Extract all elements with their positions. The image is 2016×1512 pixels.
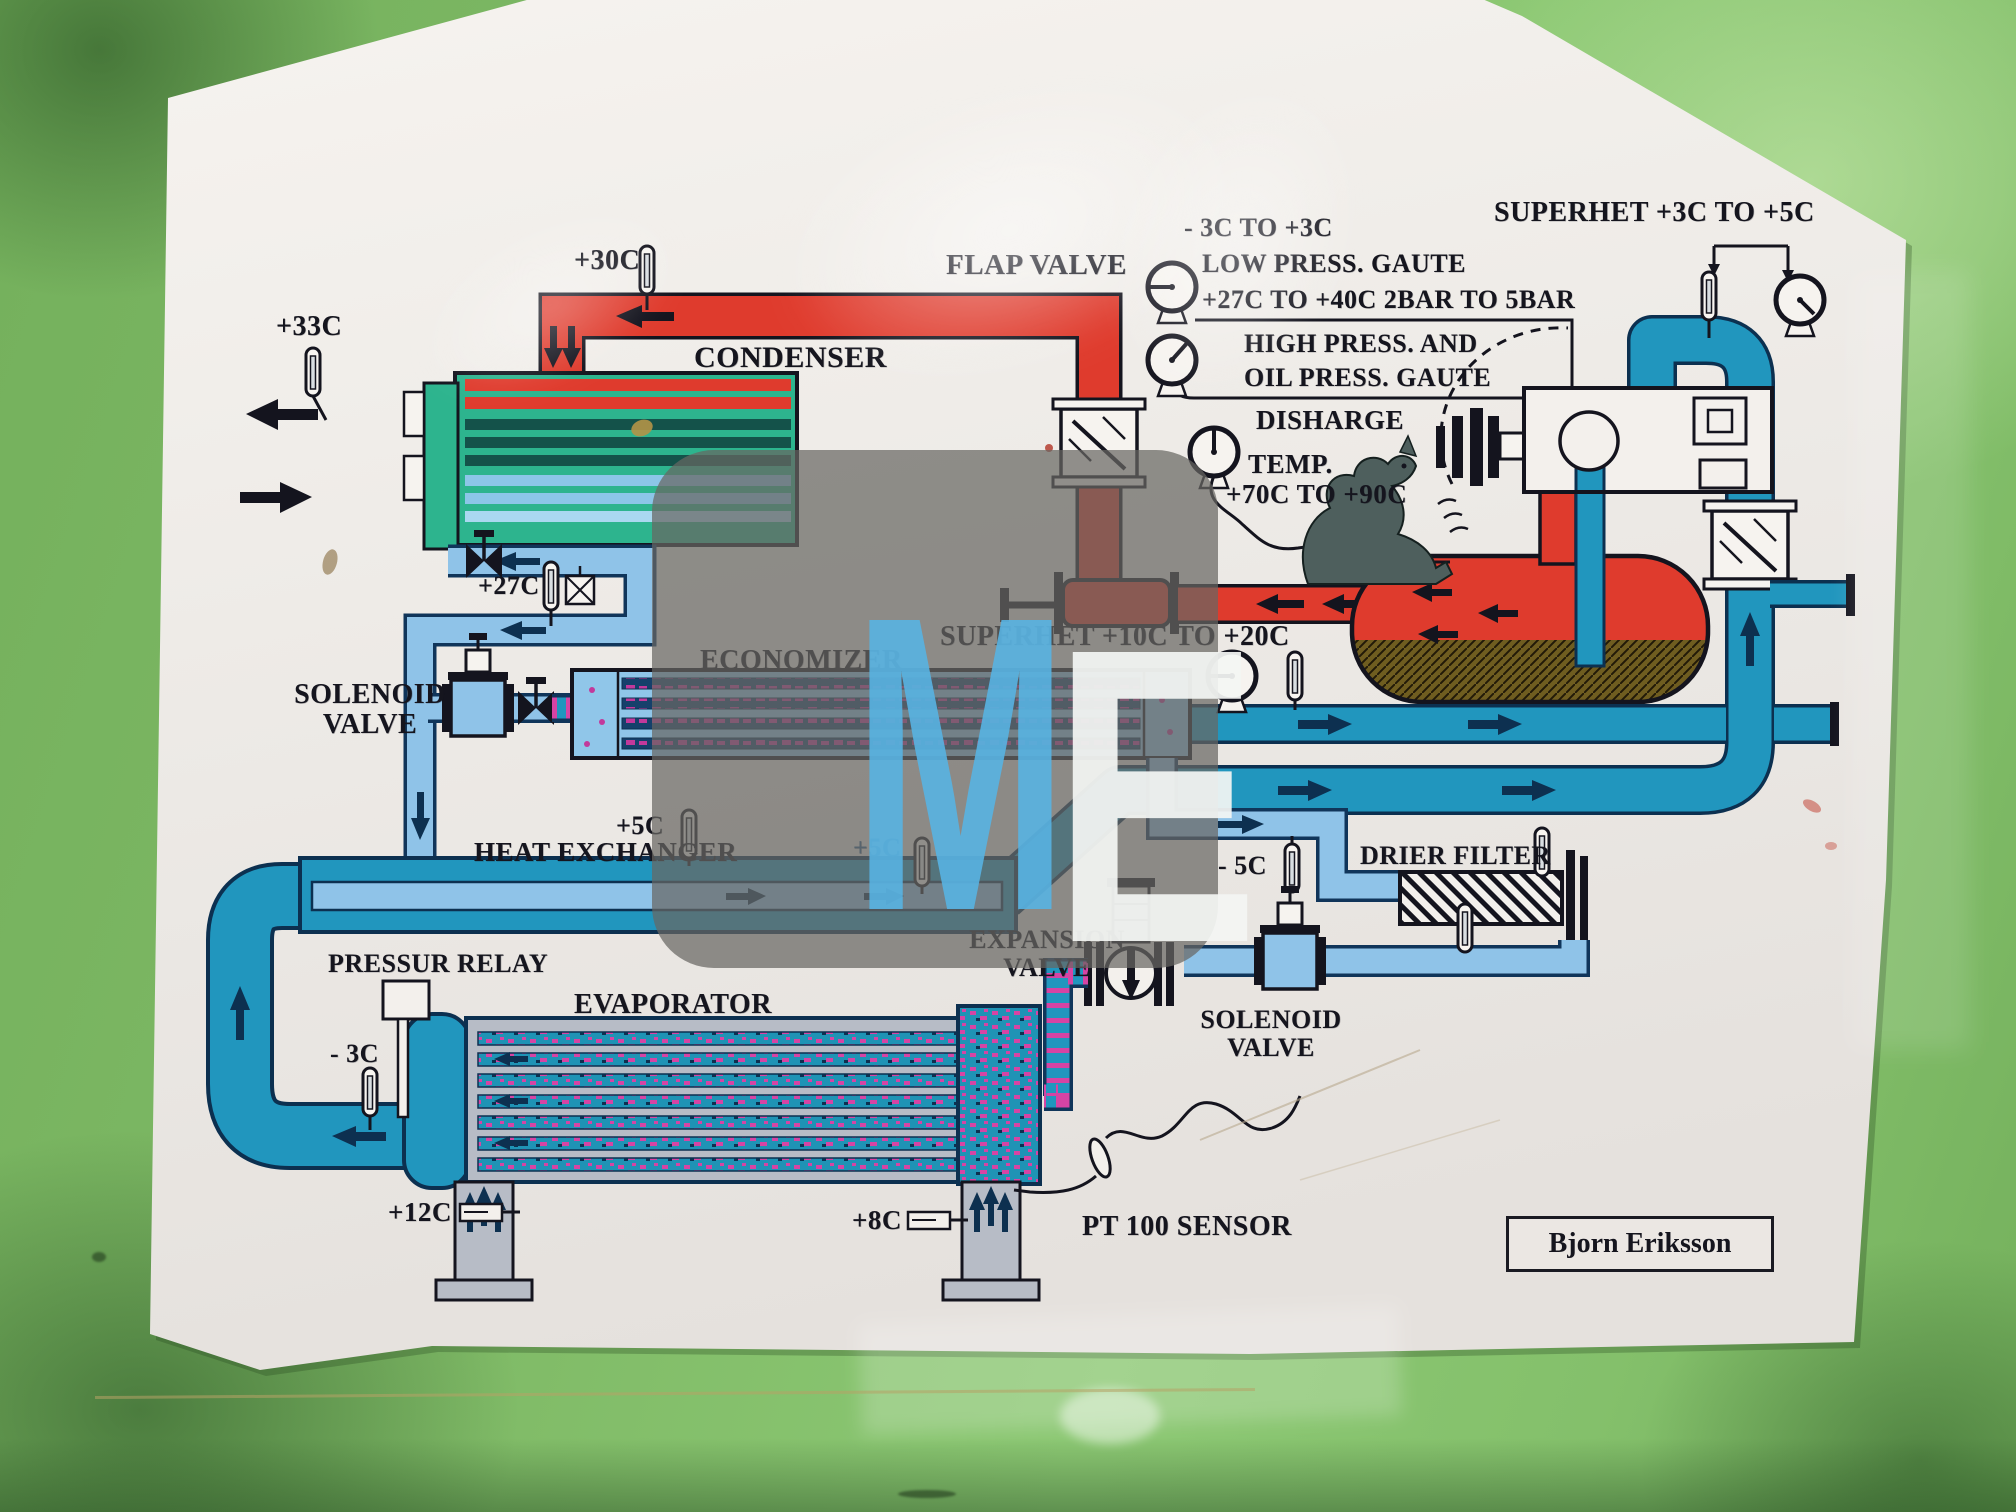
discharge-muffler (1061, 578, 1172, 628)
economizer-vapor-line (1188, 652, 1839, 746)
flow-arrow-right-icon (1502, 780, 1556, 801)
water-out-arrow-icon (246, 399, 318, 430)
economizer-block (570, 668, 1192, 760)
wall-speck (92, 1252, 106, 1262)
flap-valve-icon (1702, 499, 1798, 591)
flow-arrow-left-icon (1256, 594, 1304, 614)
flash-gas-line (1044, 961, 1088, 1108)
flow-arrow-down-icon (411, 792, 430, 840)
thermometer-icon (638, 244, 656, 296)
flow-arrow-right-icon (1278, 780, 1332, 801)
thermometer-icon (1700, 270, 1718, 322)
oil-level (1352, 640, 1708, 702)
thermometer-icon (1286, 650, 1304, 702)
pressure-relay (361, 979, 431, 1130)
wall-speck (898, 1490, 956, 1498)
pressure-relay-box (381, 979, 431, 1021)
thermometer-icon (1456, 902, 1474, 954)
motor-coupling (1498, 431, 1526, 461)
thermometer-icon (304, 346, 322, 398)
flow-arrow-left-icon (616, 305, 674, 328)
flow-arrow-left-icon (500, 621, 546, 640)
compressor-port (1558, 410, 1620, 472)
thermometer-icon (1533, 826, 1551, 878)
tank-dip-pipe (1574, 444, 1606, 668)
capillary-line (396, 1017, 410, 1119)
flap-valve-icon (1051, 397, 1147, 489)
flow-arrow-down-icon (544, 326, 563, 368)
flow-arrow-left-icon (1322, 594, 1370, 614)
pt100-sensor (1013, 1095, 1302, 1194)
evaporator-left-header (402, 1012, 472, 1190)
flow-arrow-down-icon (562, 326, 581, 368)
flow-arrow-right-icon (1298, 714, 1352, 735)
sensor-cable (1104, 1095, 1302, 1140)
water-in-arrow-icon (240, 482, 312, 513)
evaporator-block (402, 1004, 1042, 1302)
water-stub (402, 454, 426, 502)
sensor-bulb (1088, 1137, 1112, 1179)
thermometer-icon (913, 836, 931, 888)
flow-arrow-left-icon (494, 552, 540, 571)
thermometer-icon (680, 808, 698, 860)
thermometer-icon (1283, 842, 1301, 894)
capped-stub (1846, 574, 1855, 616)
water-stub (402, 390, 426, 438)
thermometer-icon (361, 1066, 379, 1118)
flow-arrow-up-icon (1740, 612, 1760, 666)
discharge-stub (1538, 488, 1578, 566)
water-header (422, 381, 460, 551)
drier-filter-body (1398, 870, 1564, 926)
flow-arrow-right-icon (1468, 714, 1522, 735)
thermometer-icon (542, 560, 560, 612)
flow-arrow-up-icon (230, 986, 250, 1040)
flow-arrow-right-icon (1218, 815, 1264, 834)
capped-stub (1830, 702, 1839, 746)
oil-separator-tank (1349, 553, 1711, 705)
evaporator-right-header (956, 1004, 1042, 1186)
